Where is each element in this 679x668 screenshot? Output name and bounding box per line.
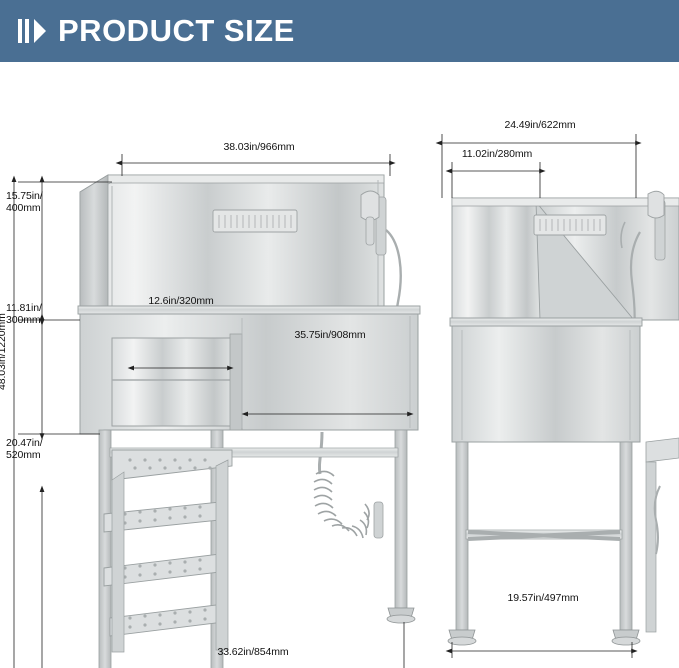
dim-side-inner-width: 11.02in/280mm — [461, 148, 533, 160]
front-view-drawing — [77, 174, 421, 668]
dim-backsplash-height: 15.75in/ 400mm — [6, 190, 43, 215]
dim-door-width: 12.6in/320mm — [148, 295, 214, 307]
dim-tub-height: 11.81in/ 300mm — [6, 302, 42, 327]
dim-leg-height: 20.47in/ 520mm — [6, 437, 43, 462]
dim-base-width: 33.62in/854mm — [217, 646, 289, 658]
dimension-lines — [11, 134, 642, 668]
play-bars-icon — [18, 19, 46, 43]
dim-side-base-width: 19.57in/497mm — [507, 592, 579, 604]
dim-total-height: 48.03in/1220mm — [0, 313, 8, 391]
diagram-canvas: 38.03in/966mm 15.75in/ 400mm 11.81in/ 30… — [0, 62, 679, 668]
dim-tub-front-width: 35.75in/908mm — [294, 329, 366, 341]
product-dimension-drawing — [11, 134, 679, 668]
dim-side-top-width: 24.49in/622mm — [504, 119, 576, 131]
side-view-drawing — [447, 190, 679, 646]
page-title: PRODUCT SIZE — [58, 13, 295, 48]
dim-top-width: 38.03in/966mm — [223, 141, 295, 153]
page-header: PRODUCT SIZE — [0, 0, 679, 62]
